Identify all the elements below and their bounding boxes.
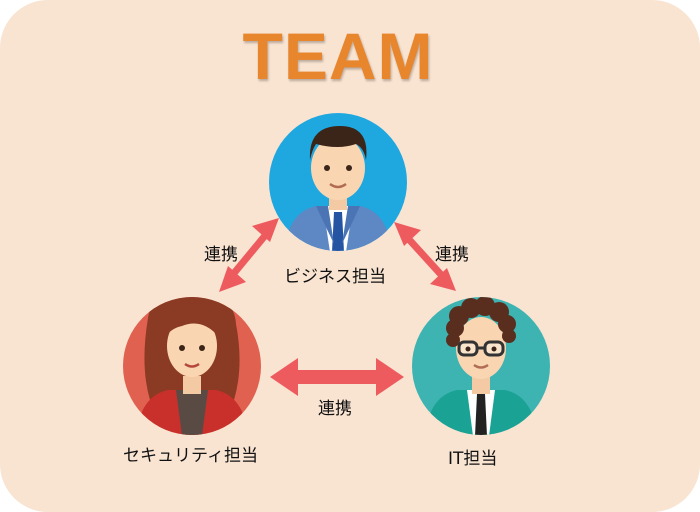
security-person-avatar bbox=[123, 297, 261, 435]
diagram-title: TEAM bbox=[242, 19, 434, 93]
link-label-business-it: 連携 bbox=[435, 245, 469, 265]
business-person-avatar bbox=[269, 113, 407, 251]
link-label-security-it: 連携 bbox=[318, 399, 352, 419]
link-label-business-security: 連携 bbox=[204, 245, 238, 265]
it-person-avatar bbox=[412, 297, 550, 435]
business-role-label: ビジネス担当 bbox=[284, 267, 386, 287]
security-role-label: セキュリティ担当 bbox=[123, 446, 258, 466]
it-role-label: IT担当 bbox=[448, 449, 498, 469]
